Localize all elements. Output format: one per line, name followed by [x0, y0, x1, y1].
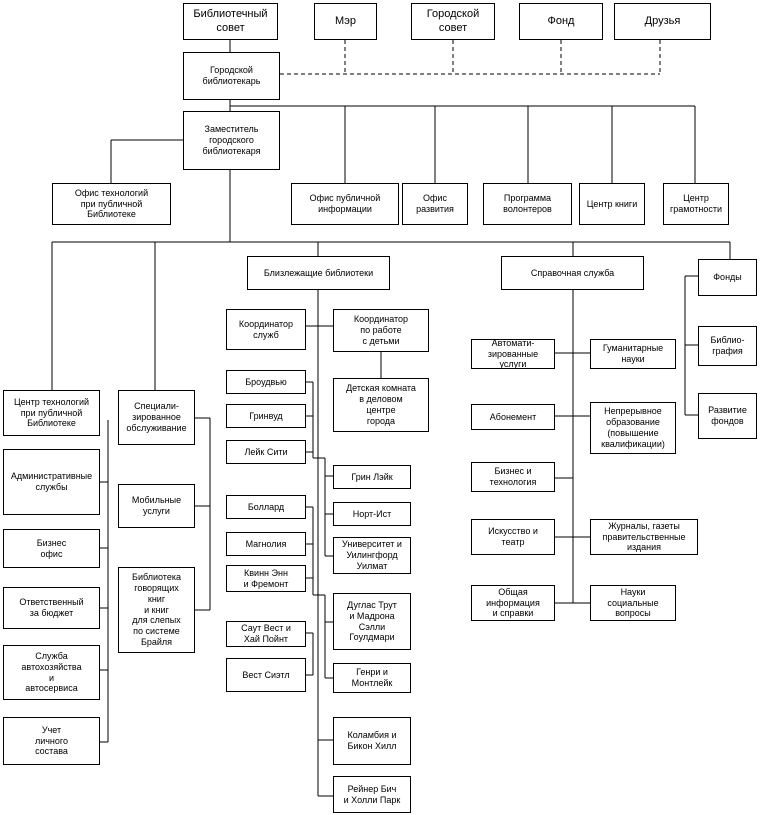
staff-records-box: Учет личного состава — [3, 717, 100, 765]
volunteer-program-box: Программа волонтеров — [483, 183, 572, 225]
south-west-box: Саут Вест и Хай Пойнт — [226, 621, 306, 647]
book-center-box: Центр книги — [579, 183, 645, 225]
auto-service-box: Служба автохозяйства и автосервиса — [3, 645, 100, 700]
fund-development-box: Развитие фондов — [698, 393, 757, 439]
tech-office-box: Офис технологий при публичной Библиотеке — [52, 183, 171, 225]
greenwood-box: Гринвуд — [226, 404, 306, 428]
business-office-box: Бизнес офис — [3, 529, 100, 568]
bibliography-box: Библио- графия — [698, 326, 757, 366]
journals-box: Журналы, газеты правительственные издани… — [590, 519, 698, 555]
deputy-librarian-box: Заместитель городского библиотекаря — [183, 111, 280, 170]
university-box: Университет и Уилингфорд Уилмат — [333, 537, 411, 574]
development-office-box: Офис развития — [402, 183, 468, 225]
art-theater-box: Искусство и театр — [471, 519, 555, 555]
coord-children-box: Координатор по работе с детьми — [333, 309, 429, 352]
henry-box: Генри и Монтлейк — [333, 663, 411, 693]
admin-services-box: Административные службы — [3, 449, 100, 515]
public-info-office-box: Офис публичной информации — [291, 183, 399, 225]
library-board-box: Библиотечный совет — [183, 3, 278, 40]
lake-city-box: Лейк Сити — [226, 440, 306, 464]
braille-library-box: Библиотека говорящих книг и книг для сле… — [118, 567, 195, 653]
reference-service-box: Справочная служба — [501, 256, 644, 290]
broadview-box: Броудвью — [226, 370, 306, 394]
queen-anne-box: Квинн Энн и Фремонт — [226, 565, 306, 592]
fund-box: Фонд — [519, 3, 603, 40]
specialized-service-box: Специали- зированное обслуживание — [118, 390, 195, 445]
automated-services-box: Автомати- зированные услуги — [471, 338, 555, 369]
continuing-education-box: Непрерывное образование (повышение квали… — [590, 402, 676, 454]
ballard-box: Боллард — [226, 495, 306, 519]
city-librarian-box: Городской библиотекарь — [183, 52, 280, 100]
west-seattle-box: Вест Сиэтл — [226, 658, 306, 692]
nearby-libraries-box: Близлежащие библиотеки — [247, 256, 390, 290]
magnolia-box: Магнолия — [226, 532, 306, 556]
friends-box: Друзья — [614, 3, 711, 40]
columbia-box: Коламбия и Бикон Хилл — [333, 717, 411, 765]
literacy-center-box: Центр грамотности — [663, 183, 729, 225]
kids-room-box: Детская комната в деловом центре города — [333, 378, 429, 432]
city-council-box: Городской совет — [411, 3, 495, 40]
mobile-services-box: Мобильные услуги — [118, 484, 195, 528]
mayor-box: Мэр — [314, 3, 377, 40]
funds-box: Фонды — [698, 259, 757, 296]
rainier-box: Рейнер Бич и Холли Парк — [333, 776, 411, 813]
general-info-box: Общая информация и справки — [471, 585, 555, 621]
business-tech-box: Бизнес и технология — [471, 462, 555, 492]
green-lake-box: Грин Лэйк — [333, 465, 411, 489]
humanities-box: Гуманитарные науки — [590, 339, 676, 369]
social-sciences-box: Науки социальные вопросы — [590, 585, 676, 621]
subscription-box: Абонемент — [471, 404, 555, 430]
coord-services-box: Координатор служб — [226, 309, 306, 350]
tech-center-box: Центр технологий при публичной Библиотек… — [3, 390, 100, 436]
budget-officer-box: Ответственный за бюджет — [3, 587, 100, 629]
northeast-box: Норт-Ист — [333, 502, 411, 526]
douglass-box: Дуглас Трут и Мадрона Сэлли Гоулдмари — [333, 593, 411, 650]
